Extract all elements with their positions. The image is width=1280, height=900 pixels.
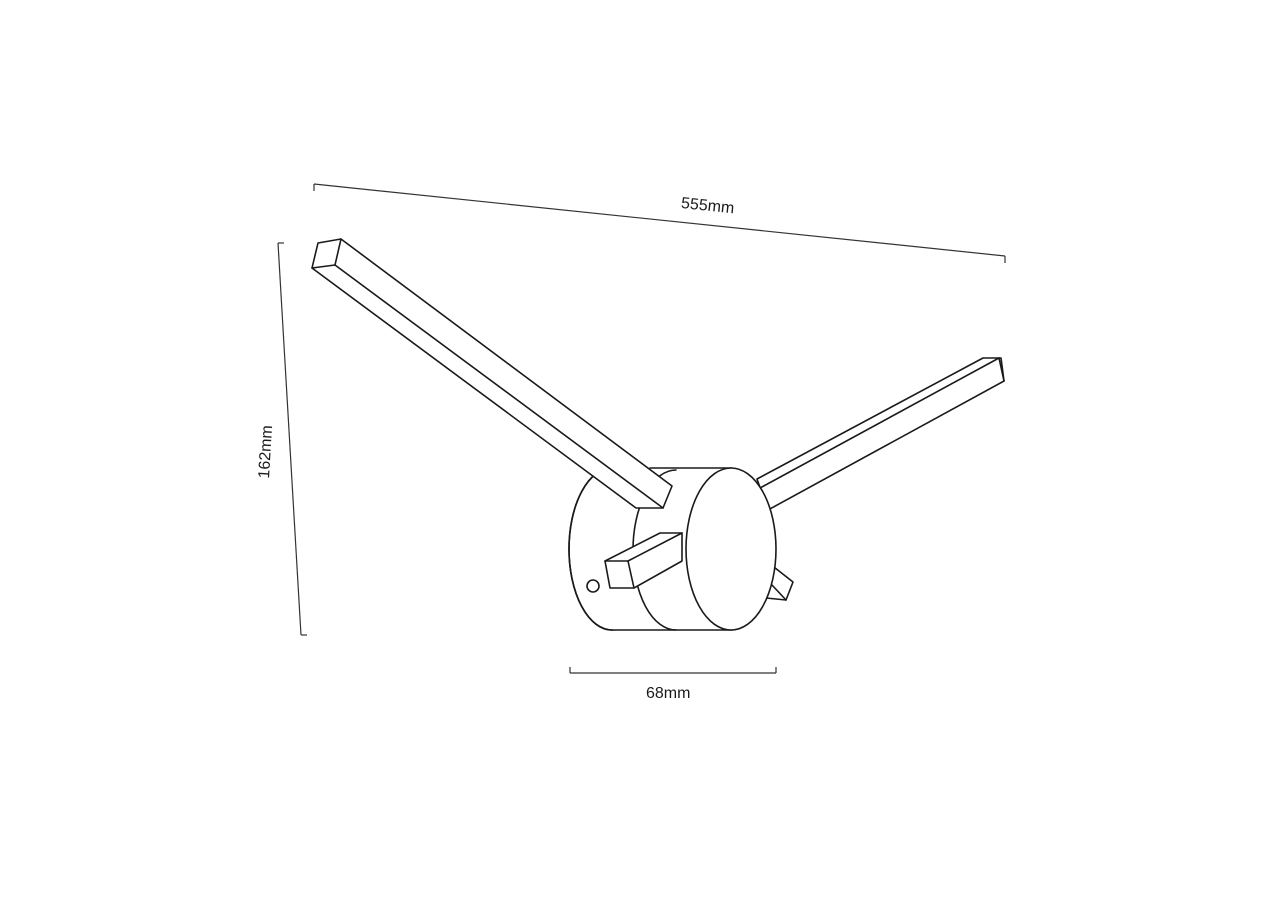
dimension-line-base (569, 667, 777, 674)
right-arm (756, 357, 1005, 511)
mounting-hole (586, 579, 600, 593)
base-front-disc (685, 467, 777, 631)
front-stub (604, 532, 683, 589)
base-dimension-label: 68mm (646, 685, 691, 702)
dimension-line-width (313, 183, 1006, 263)
height-dimension-label: 162mm (256, 424, 277, 480)
dimension-line-height (277, 242, 307, 636)
left-arm (311, 238, 673, 509)
